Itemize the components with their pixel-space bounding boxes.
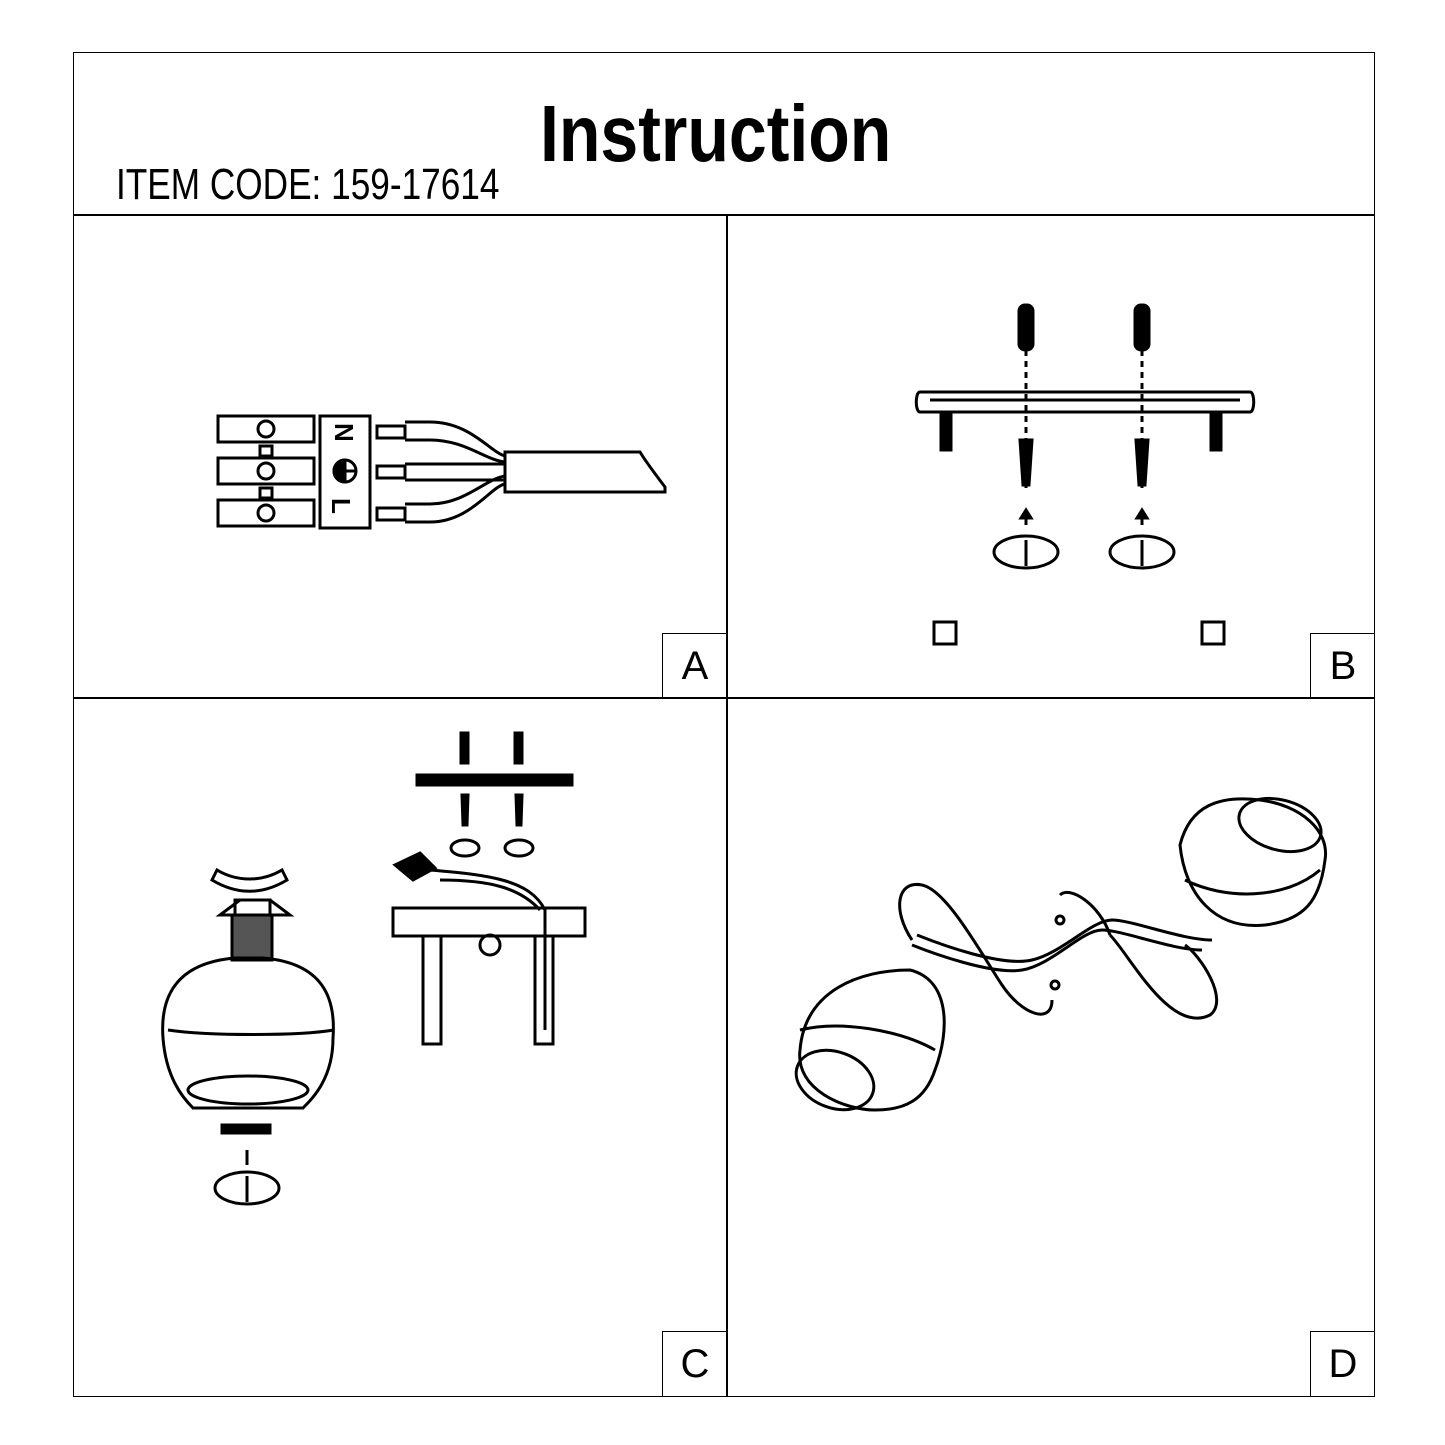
panel-label-c: C	[662, 1331, 727, 1396]
terminal-block-diagram: N L	[216, 414, 667, 530]
panel-label-b: B	[1310, 633, 1375, 698]
neutral-label: N	[329, 423, 359, 442]
horizontal-divider	[73, 697, 1375, 699]
page-title: Instruction	[540, 89, 892, 178]
item-code: ITEM CODE: 159-17614	[116, 160, 500, 209]
shade-installation-diagram	[161, 731, 587, 1206]
vertical-divider	[726, 215, 728, 1397]
header-divider	[73, 214, 1375, 216]
earth-icon	[332, 458, 358, 484]
assembled-fixture-diagram	[794, 797, 1328, 1112]
mounting-bracket-diagram	[914, 303, 1256, 646]
panel-label-a: A	[662, 633, 727, 698]
live-label: L	[326, 498, 356, 514]
panel-label-d: D	[1310, 1331, 1375, 1396]
instruction-sheet-frame	[73, 52, 1375, 1397]
